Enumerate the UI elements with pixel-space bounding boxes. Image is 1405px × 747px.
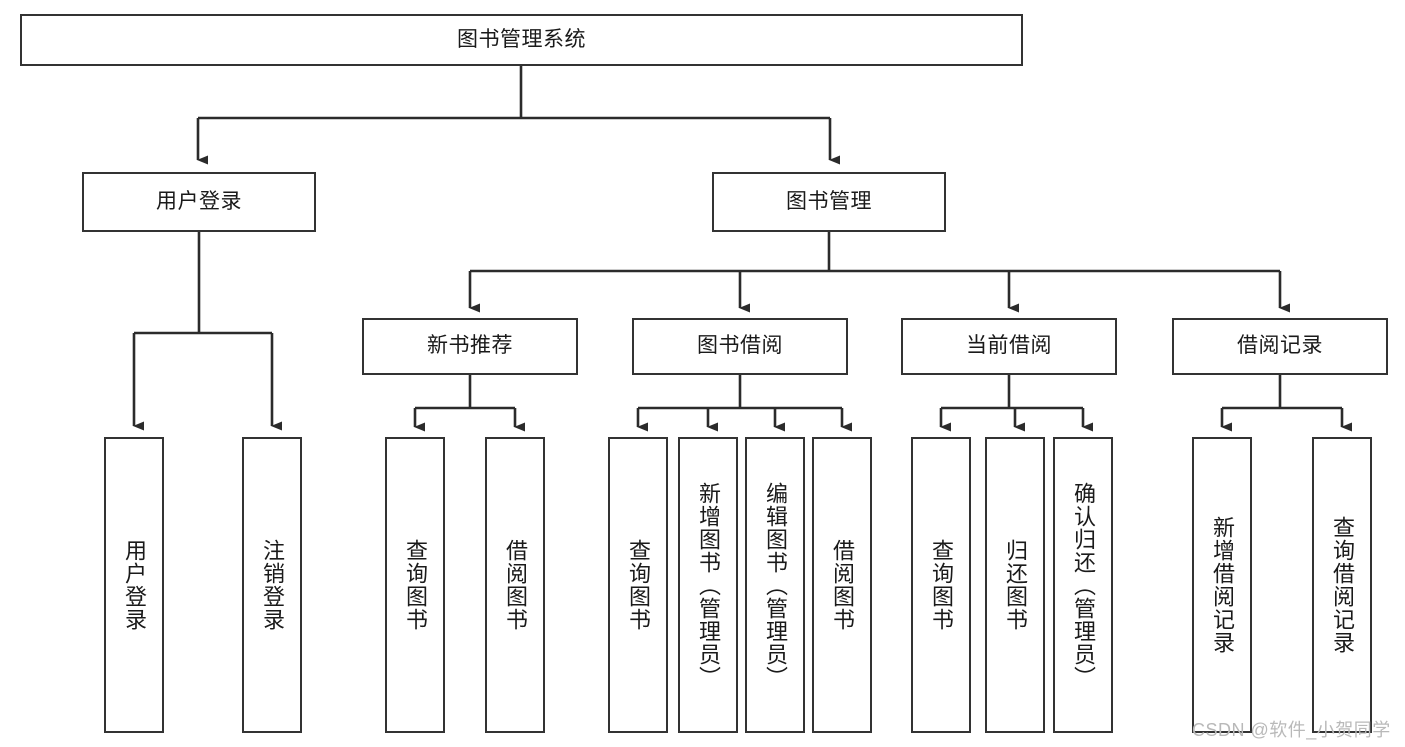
node-leaf-borrow-book-label: 借阅图书 bbox=[829, 539, 855, 631]
node-leaf-query-book[interactable]: 查询图书 bbox=[608, 437, 668, 733]
node-leaf-query-record[interactable]: 查询借阅记录 bbox=[1312, 437, 1372, 733]
node-leaf-query-book-cur[interactable]: 查询图书 bbox=[911, 437, 971, 733]
node-leaf-add-book[interactable]: 新增图书（管理员） bbox=[678, 437, 738, 733]
node-leaf-query-record-label: 查询借阅记录 bbox=[1329, 516, 1355, 654]
node-leaf-logout[interactable]: 注销登录 bbox=[242, 437, 302, 733]
node-leaf-borrow-book-rec-label: 借阅图书 bbox=[502, 539, 528, 631]
node-user-login[interactable]: 用户登录 bbox=[82, 172, 316, 232]
node-leaf-query-book-cur-label: 查询图书 bbox=[928, 539, 954, 631]
node-leaf-edit-book[interactable]: 编辑图书（管理员） bbox=[745, 437, 805, 733]
node-leaf-return-book-label: 归还图书 bbox=[1002, 539, 1028, 631]
node-new-book-rec[interactable]: 新书推荐 bbox=[362, 318, 578, 375]
node-leaf-return-book[interactable]: 归还图书 bbox=[985, 437, 1045, 733]
node-leaf-query-book-rec[interactable]: 查询图书 bbox=[385, 437, 445, 733]
node-new-book-rec-label: 新书推荐 bbox=[427, 334, 513, 358]
node-book-manage-label: 图书管理 bbox=[786, 189, 872, 213]
node-book-manage[interactable]: 图书管理 bbox=[712, 172, 946, 232]
node-leaf-query-book-label: 查询图书 bbox=[625, 539, 651, 631]
node-borrow-record[interactable]: 借阅记录 bbox=[1172, 318, 1388, 375]
node-leaf-add-book-label: 新增图书（管理员） bbox=[695, 482, 721, 689]
node-current-borrow[interactable]: 当前借阅 bbox=[901, 318, 1117, 375]
node-leaf-logout-label: 注销登录 bbox=[259, 539, 285, 631]
node-leaf-add-record[interactable]: 新增借阅记录 bbox=[1192, 437, 1252, 733]
node-leaf-query-book-rec-label: 查询图书 bbox=[402, 539, 428, 631]
node-leaf-user-login-label: 用户登录 bbox=[121, 539, 147, 631]
node-leaf-borrow-book[interactable]: 借阅图书 bbox=[812, 437, 872, 733]
node-current-borrow-label: 当前借阅 bbox=[966, 334, 1052, 358]
node-root[interactable]: 图书管理系统 bbox=[20, 14, 1023, 66]
connector-group bbox=[132, 66, 1352, 432]
node-root-label: 图书管理系统 bbox=[457, 27, 586, 51]
node-leaf-user-login[interactable]: 用户登录 bbox=[104, 437, 164, 733]
node-book-borrow-label: 图书借阅 bbox=[697, 334, 783, 358]
node-leaf-edit-book-label: 编辑图书（管理员） bbox=[762, 482, 788, 689]
node-leaf-borrow-book-rec[interactable]: 借阅图书 bbox=[485, 437, 545, 733]
node-leaf-confirm-return-label: 确认归还（管理员） bbox=[1070, 482, 1096, 689]
node-borrow-record-label: 借阅记录 bbox=[1237, 334, 1323, 358]
node-user-login-label: 用户登录 bbox=[156, 189, 242, 213]
node-book-borrow[interactable]: 图书借阅 bbox=[632, 318, 848, 375]
node-leaf-add-record-label: 新增借阅记录 bbox=[1209, 516, 1235, 654]
node-leaf-confirm-return[interactable]: 确认归还（管理员） bbox=[1053, 437, 1113, 733]
